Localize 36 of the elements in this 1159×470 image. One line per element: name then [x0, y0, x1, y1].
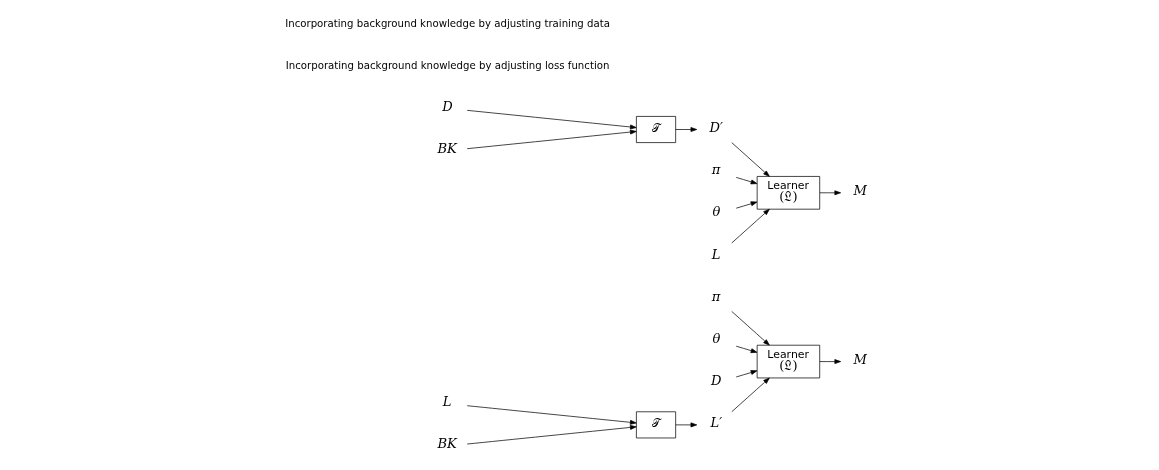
arrow — [730, 377, 770, 413]
arrow — [735, 345, 757, 354]
node-text: π — [711, 288, 720, 304]
node-text: L — [442, 394, 452, 410]
arrow — [730, 208, 770, 244]
arrow — [466, 109, 637, 130]
arrow — [735, 370, 757, 378]
node-text: L — [711, 246, 720, 262]
node-text: θ — [711, 330, 720, 346]
node-text: M — [853, 183, 867, 199]
arrow — [819, 359, 841, 364]
arrow — [730, 142, 770, 177]
node-box: Learner (𝔏) — [756, 344, 820, 379]
node-text: L′ — [710, 415, 722, 431]
label: Incorporating background knowledge by adjusting loss function — [285, 59, 609, 71]
arrow — [466, 425, 637, 445]
node-text: D — [441, 98, 453, 114]
node-text: D′ — [708, 119, 723, 135]
arrow — [735, 177, 757, 185]
node-box: Learner (𝔏) — [756, 176, 820, 210]
node-text: D — [710, 373, 721, 389]
arrow — [466, 405, 637, 425]
node-box: 𝒯 — [635, 116, 676, 143]
arrow — [730, 311, 770, 346]
arrow — [674, 422, 697, 428]
node-text: M — [853, 352, 867, 368]
node-text: BK — [436, 436, 457, 452]
node-text: BK — [436, 141, 457, 157]
label: Incorporating background knowledge by adjusting training data — [284, 17, 610, 29]
node-text: π — [711, 162, 720, 178]
arrow — [735, 201, 757, 209]
arrow — [819, 190, 841, 196]
node-text: θ — [711, 204, 720, 220]
arrow — [466, 129, 637, 150]
node-box: 𝒯 — [635, 411, 676, 439]
arrow — [674, 127, 697, 132]
